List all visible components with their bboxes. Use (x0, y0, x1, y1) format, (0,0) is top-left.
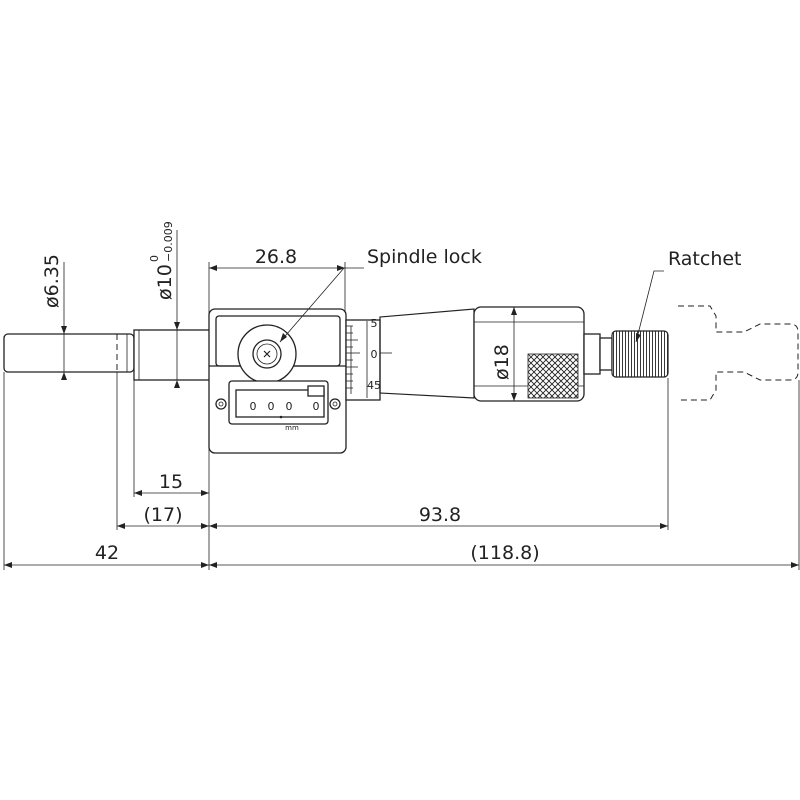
dim-spindle-length: 42 (95, 542, 119, 564)
spindle (3, 333, 135, 373)
dim-body-width: 26.8 (255, 246, 297, 268)
counter-digit-2: 0 (268, 400, 275, 413)
leader-lines (279, 267, 664, 343)
main-body (208, 308, 347, 454)
counter-digit-4: 0 (313, 400, 320, 413)
dim-thimble-diameter: ø18 (491, 344, 513, 380)
right-screw-icon (329, 398, 341, 410)
dimension-lines (4, 230, 799, 568)
stem (133, 329, 211, 381)
sleeve-graduations (346, 325, 360, 389)
sleeve (345, 308, 475, 401)
dim-stem-tolerance-upper: 0 (148, 255, 161, 262)
dim-stem-diameter: ø10 (154, 264, 176, 300)
dim-spindle-diameter: ø6.35 (41, 254, 63, 308)
counter-unit: mm (285, 424, 299, 432)
ratchet[interactable] (583, 330, 669, 378)
dim-stem-length-ref: (17) (143, 504, 182, 526)
phantom-handle (678, 305, 799, 401)
thimble (473, 306, 585, 402)
left-screw-icon (215, 398, 227, 410)
dim-stem-length: 15 (159, 471, 183, 493)
extension-lines (3, 262, 800, 570)
ratchet-label: Ratchet (668, 248, 742, 270)
counter-digit-3: 0 (286, 400, 293, 413)
spindle-lock-label: Spindle lock (367, 246, 482, 268)
thimble-scale-5: 5 (371, 317, 378, 330)
dim-total-length: (118.8) (470, 542, 539, 564)
dim-travel: 93.8 (419, 504, 461, 526)
thimble-scale-45: 45 (367, 379, 381, 392)
counter-digit-1: 0 (250, 400, 257, 413)
thimble-scale-0: 0 (371, 348, 378, 361)
dim-stem-tolerance-lower: −0.009 (162, 221, 175, 262)
knurled-grip (527, 353, 579, 399)
